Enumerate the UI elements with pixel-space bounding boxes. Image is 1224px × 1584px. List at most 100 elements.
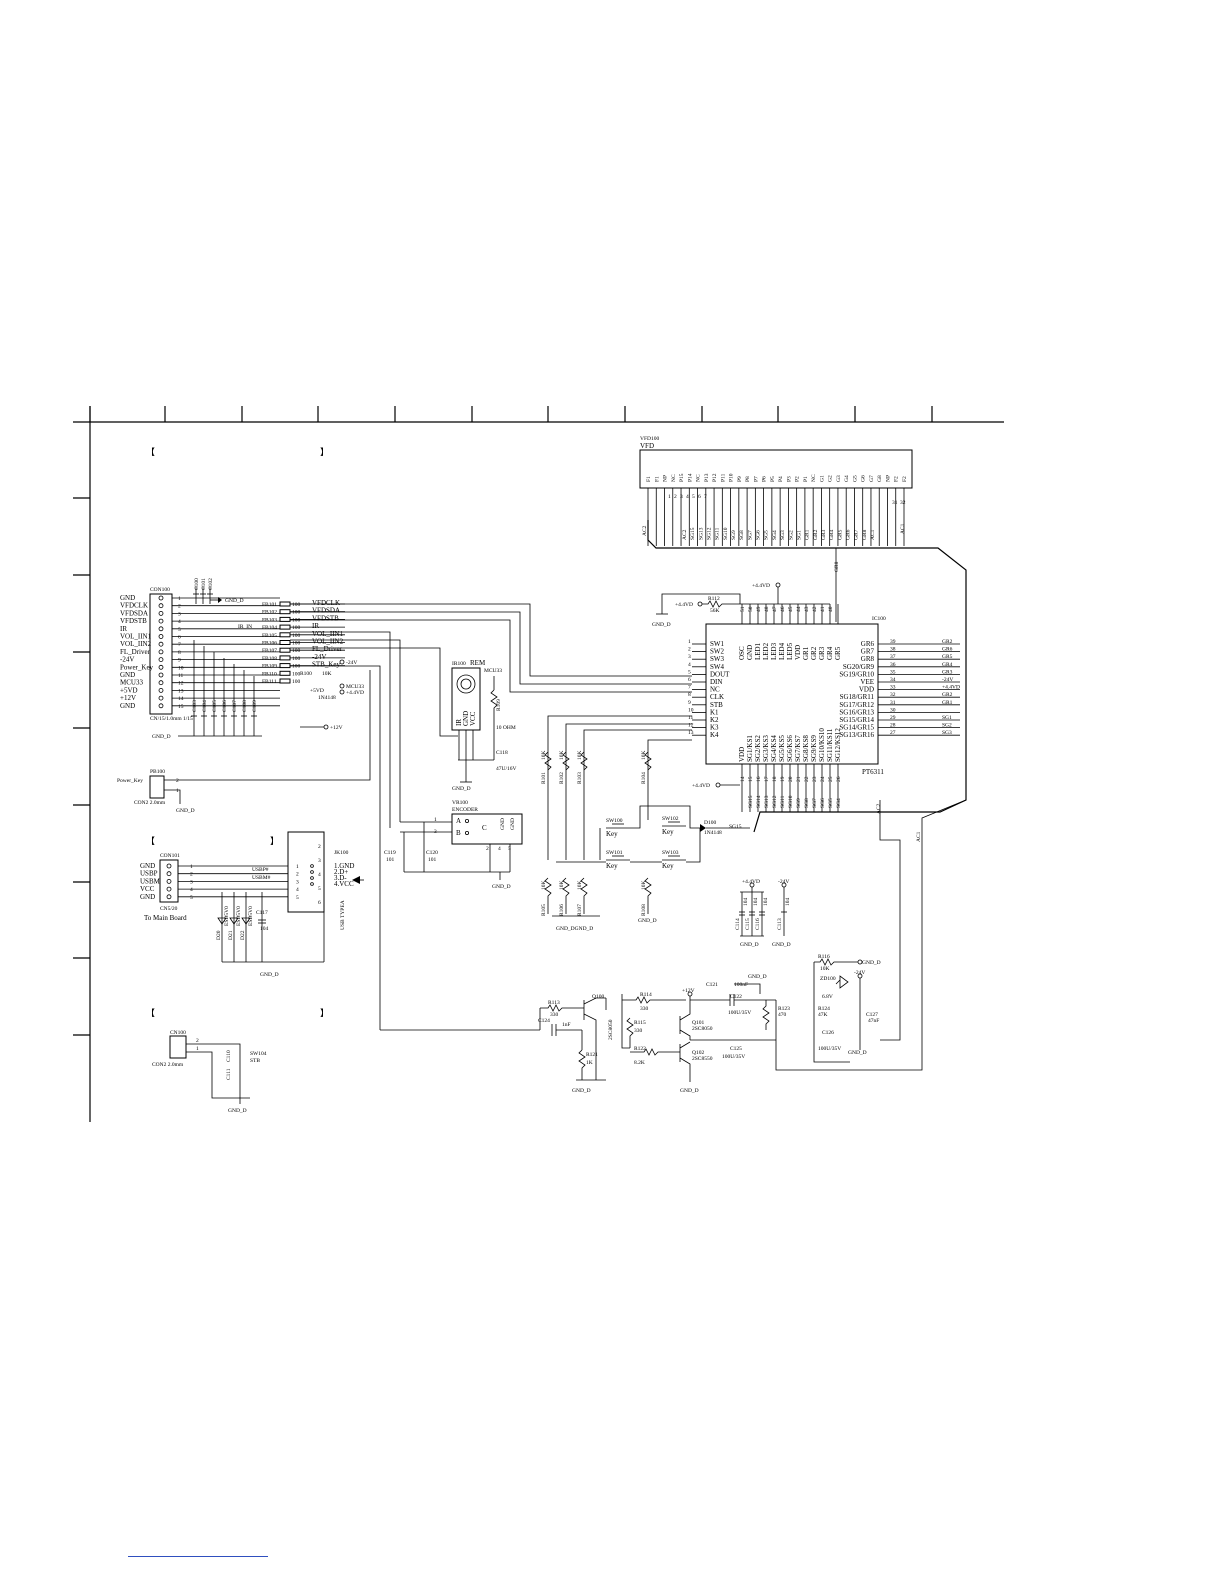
con100-footprint: CN/15/1.0mm 1/15 bbox=[150, 716, 193, 722]
osc-gnd4: GND_D bbox=[862, 960, 881, 966]
r124-val: 47K bbox=[818, 1012, 828, 1018]
ic-bottom-name: SG3/KS3 bbox=[762, 735, 770, 762]
ic-top-num: 42 bbox=[812, 606, 818, 612]
vfd-pin-name: F2 bbox=[894, 476, 900, 482]
c122-val: 100U/35V bbox=[728, 1010, 751, 1016]
ic-right-net: SG1 bbox=[942, 715, 952, 721]
d100-ref: D100 bbox=[704, 820, 716, 826]
con100-signal: IR bbox=[120, 625, 127, 633]
key-wire bbox=[556, 828, 701, 863]
con100-pin-circle bbox=[158, 595, 164, 601]
c124-val: 1nF bbox=[562, 1022, 571, 1028]
ic-bottom-num: 20 bbox=[788, 776, 794, 782]
ic-right-name: SG18/GR11 bbox=[840, 693, 875, 701]
usb-signal: GND bbox=[140, 893, 155, 901]
con100-pin-num: 4 bbox=[178, 619, 181, 625]
usb-con-ref: CON101 bbox=[160, 853, 180, 859]
key-resistor bbox=[644, 877, 652, 914]
jack-pin-num: 2 bbox=[318, 844, 321, 850]
con100-pin-circle bbox=[158, 641, 164, 647]
ic-left-num: 11 bbox=[688, 715, 694, 721]
q100-ref: Q100 bbox=[592, 994, 604, 1000]
osc-ac2: AC2 bbox=[876, 803, 882, 814]
ic-right-net: GR6 bbox=[942, 647, 953, 653]
stb-section: CN100 2 1 CON2 2.0mm SW104 STB C110 C111… bbox=[152, 1030, 267, 1114]
con100-cap-bottom: C104 bbox=[202, 700, 208, 712]
frame-ticks-left bbox=[73, 497, 90, 1036]
keys-gnd: GND_DGND_D bbox=[556, 926, 593, 932]
encoder-pin-name: A bbox=[456, 817, 461, 825]
ic-left-num: 4 bbox=[688, 662, 691, 668]
footer-link-underline[interactable] bbox=[128, 1556, 268, 1557]
ic-right-num: 38 bbox=[890, 647, 896, 653]
key-resistor-ref: R104 bbox=[641, 772, 647, 784]
vfd-net-label: GR7 bbox=[854, 529, 860, 540]
vfd-pin-name: G1 bbox=[819, 475, 825, 482]
ic-top-num: 43 bbox=[804, 606, 810, 612]
usb-pin-circle bbox=[166, 871, 172, 877]
con100-signal: GND bbox=[120, 671, 135, 679]
jack-pin-dot bbox=[310, 864, 314, 868]
jack-pin-num: 6 bbox=[318, 900, 321, 906]
c127-val: 47nF bbox=[868, 1018, 879, 1024]
ferrite-bead bbox=[279, 601, 291, 607]
con100-pin-num: 7 bbox=[178, 642, 181, 648]
vfd-net-label: SG3 bbox=[780, 530, 786, 540]
osc-gnd3: GND_D bbox=[680, 1088, 699, 1094]
ic-bottom-name: SG4/KS4 bbox=[770, 735, 778, 762]
key-resistor-ref: R101 bbox=[541, 772, 547, 784]
ic-bottom-num: 21 bbox=[796, 776, 802, 782]
osc-gnd2: GND_D bbox=[748, 974, 767, 980]
ic-right-name: GR7 bbox=[861, 648, 875, 656]
con100-signal: VFDSTB bbox=[120, 617, 147, 625]
r123-val: 470 bbox=[778, 1012, 787, 1018]
ferrite-bead bbox=[279, 632, 291, 638]
con100-cap-bottom: C106 bbox=[222, 700, 228, 712]
vfd-body bbox=[639, 449, 913, 489]
stb-pin2: 2 bbox=[196, 1038, 199, 1044]
esd-diode-icon bbox=[217, 917, 227, 925]
usb-net-p: USBP# bbox=[252, 867, 269, 873]
ic-right-num: 32 bbox=[890, 692, 896, 698]
ferrite-bead bbox=[279, 640, 291, 645]
ferrite-net: IR bbox=[312, 622, 319, 630]
jack-pin-num: 4 bbox=[318, 872, 321, 878]
key-wire bbox=[599, 805, 700, 860]
c118-ref: C118 bbox=[496, 750, 508, 756]
usb-jack-num: 1 bbox=[296, 864, 299, 870]
ic-left-num: 10 bbox=[688, 707, 694, 713]
ic-bottom-net: SG8 bbox=[804, 798, 810, 808]
vfd-net-label: SG7 bbox=[747, 530, 753, 540]
ic-right-num: 30 bbox=[890, 707, 896, 713]
usb-signal: GND bbox=[140, 862, 155, 870]
pb100-ref: PB100 bbox=[150, 769, 165, 775]
ferrite-bead bbox=[279, 609, 291, 615]
ic-top-num: 44 bbox=[796, 606, 802, 612]
bracket-right: 】 bbox=[320, 1008, 329, 1018]
ferrite-value: 100 bbox=[292, 679, 301, 685]
vfd-pin-name: P12 bbox=[712, 473, 718, 482]
ic-bottom-net: SG9 bbox=[796, 798, 802, 808]
ic-right-name: SG20/GR9 bbox=[843, 663, 875, 671]
ir-rem: REM bbox=[470, 659, 486, 667]
vfd-pin-name: F2 bbox=[902, 476, 908, 482]
dec-cap-val: 104 bbox=[753, 898, 759, 907]
ic-bottom-num: 24 bbox=[820, 776, 826, 782]
ferrite-value: 100 bbox=[292, 671, 301, 677]
r116-ref: R116 bbox=[818, 954, 830, 960]
ic-top-name: GR1 bbox=[802, 646, 810, 660]
con100-pin-num: 3 bbox=[178, 611, 181, 617]
ic-top-num: 50 bbox=[748, 606, 754, 612]
ferrite-bead bbox=[279, 647, 291, 653]
c126-val: 100U/35V bbox=[818, 1046, 841, 1052]
key-resistor-val: 10K bbox=[641, 881, 647, 891]
vfd-net-label: SG2 bbox=[788, 530, 794, 540]
ic-right-name: GR6 bbox=[861, 640, 875, 648]
ic-right-num: 33 bbox=[890, 685, 896, 691]
ic-bottom-name: SG11/KS11 bbox=[826, 728, 834, 762]
usb-pin-num: 5 bbox=[190, 895, 193, 901]
ic-bottom-name: SG6/KS6 bbox=[786, 735, 794, 762]
ic-left-name: K3 bbox=[710, 724, 719, 732]
